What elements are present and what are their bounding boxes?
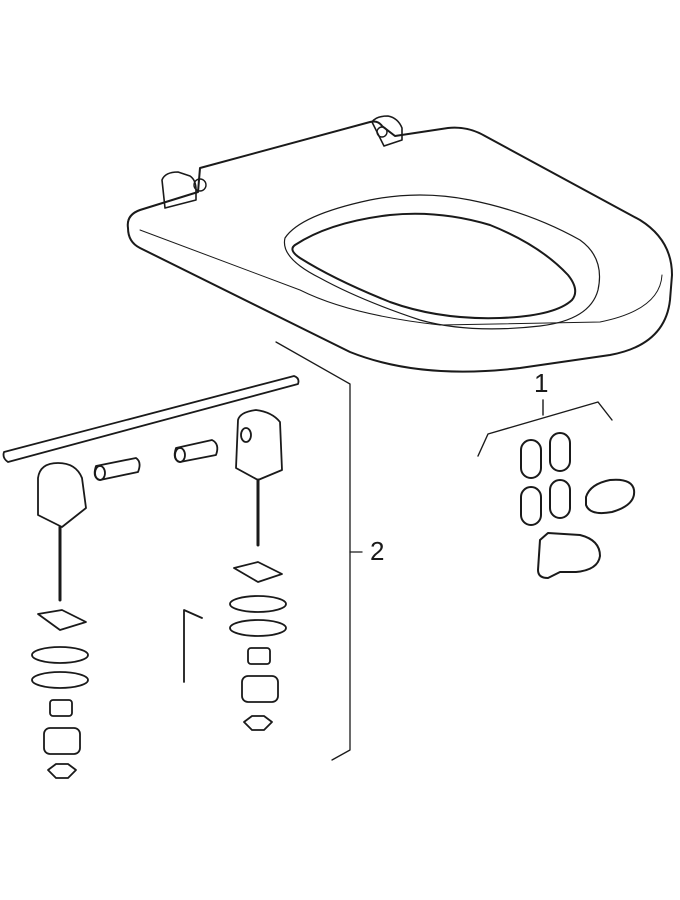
hinge-fixing-set (2, 341, 363, 779)
callout-1-label: 1 (534, 368, 549, 398)
buffer-set (477, 399, 636, 579)
toilet-seat (126, 115, 673, 373)
callout-2-label: 2 (370, 536, 385, 566)
